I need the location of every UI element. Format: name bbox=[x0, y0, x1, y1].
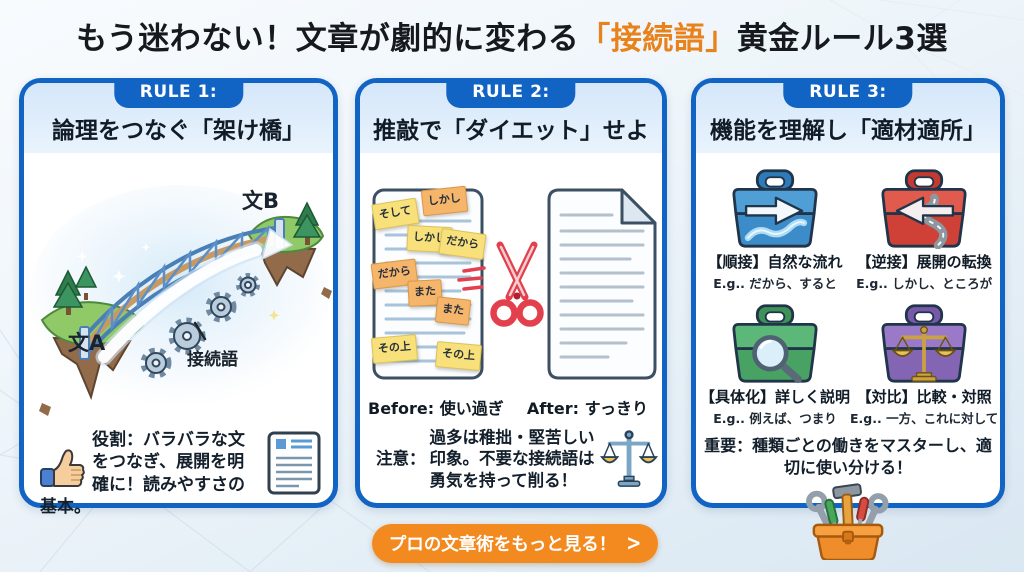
sticky-note: その上 bbox=[370, 334, 419, 364]
toolbox-example: E.g.. だから、すると bbox=[713, 276, 837, 291]
green-toolbox-magnifier-icon bbox=[732, 304, 818, 384]
rule-2-note-text: 過多は稚拙・堅苦しい印象。不要な接続語は勇気を持って削る！ bbox=[429, 428, 595, 490]
rule-card-2: RULE 2: 推敲で「ダイエット」せよ bbox=[355, 78, 667, 508]
cta-button[interactable]: プロの文章術をもっと見る！ > bbox=[372, 524, 658, 563]
rule-1-heading: 論理をつなぐ「架け橋」 bbox=[52, 118, 305, 144]
title-prefix: もう迷わない！文章が劇的に変わる bbox=[76, 21, 580, 57]
toolbox-example: E.g.. 例えば、つまり bbox=[713, 411, 837, 426]
rule-3-note-text: 種類ごとの働きをマスターし、適切に使い分ける！ bbox=[752, 436, 992, 477]
thumbs-up-icon bbox=[40, 449, 85, 487]
toolbox-with-tools-icon bbox=[806, 483, 889, 560]
rule-1-note: 役割：バラバラな文をつなぎ、展開を明確に！読みやすさの基本。 bbox=[24, 429, 333, 519]
page-title: もう迷わない！文章が劇的に変わる「接続語」黄金ルール3選 bbox=[0, 13, 1024, 58]
title-suffix: 黄金ルール3選 bbox=[736, 21, 948, 57]
rule-3-badge: RULE 3: bbox=[783, 78, 913, 108]
title-accent: 「接続語」 bbox=[579, 21, 737, 57]
purple-toolbox-scale-icon bbox=[881, 304, 967, 383]
rule-3-header: 機能を理解し「適材適所」 bbox=[696, 83, 1000, 153]
toolbox-grid: 【順接】自然な流れ E.g.. だから、すると 【逆接】展開の転換 E.g.. … bbox=[696, 167, 1000, 427]
toolbox-item-taihi: 【対比】比較・対照 E.g.. 一方、これに対して bbox=[850, 302, 998, 427]
rule-2-note: 注意： 過多は稚拙・堅苦しい印象。不要な接続語は勇気を持って削る！ bbox=[360, 427, 662, 491]
rule-2-note-label: 注意： bbox=[376, 449, 426, 469]
blue-toolbox-arrow-icon bbox=[732, 169, 818, 248]
toolbox-example: E.g.. しかし、ところが bbox=[856, 276, 993, 291]
document-icon bbox=[267, 431, 321, 495]
sentence-b-label: 文B bbox=[242, 189, 280, 213]
rule-card-1: RULE 1: 論理をつなぐ「架け橋」 bbox=[19, 78, 338, 517]
sticky-note: しかし bbox=[420, 185, 469, 217]
rule-1-badge: RULE 1: bbox=[113, 78, 244, 108]
rule-2-badge: RULE 2: bbox=[446, 78, 576, 108]
sentence-a-label: 文A bbox=[68, 331, 106, 355]
bridge-scene-drawing bbox=[29, 185, 332, 416]
before-after-illustration: そして しかし しかし だから だから また また その上 その上 bbox=[360, 185, 662, 383]
toolbox-example: E.g.. 一方、これに対して bbox=[850, 411, 999, 426]
sticky-note: その上 bbox=[434, 341, 483, 371]
toolbox-item-gutaika: 【具体化】詳しく説明 E.g.. 例えば、つまり bbox=[700, 302, 850, 427]
chevron-right-icon: > bbox=[626, 530, 642, 557]
rule-3-note: 重要：種類ごとの働きをマスターし、適切に使い分ける！ bbox=[704, 435, 992, 478]
toolbox-label: 【具体化】詳しく説明 bbox=[700, 388, 851, 406]
toolbox-label: 【逆接】展開の転換 bbox=[856, 253, 992, 271]
rule-2-heading: 推敲で「ダイエット」せよ bbox=[373, 118, 649, 144]
sticky-note: また bbox=[434, 296, 472, 326]
balance-scale-icon bbox=[599, 430, 658, 487]
red-toolbox-arrow-icon bbox=[881, 169, 967, 249]
rule-3-note-label: 重要： bbox=[704, 436, 753, 455]
bridge-illustration: 文B 文A 接続語 bbox=[24, 155, 333, 423]
rule-1-note-label: 役割： bbox=[92, 430, 143, 450]
toolbox-label: 【対比】比較・対照 bbox=[856, 388, 992, 406]
toolbox-label: 【順接】自然な流れ bbox=[707, 253, 843, 271]
before-after-labels: Before: 使い過ぎ After: すっきり bbox=[360, 395, 662, 419]
connector-label: 接続語 bbox=[187, 350, 238, 370]
rule-1-note-text: バラバラな文をつなぎ、展開を明確に！読みやすさの基本。 bbox=[40, 430, 245, 518]
toolbox-item-gyakusetsu: 【逆接】展開の転換 E.g.. しかし、ところが bbox=[850, 167, 998, 292]
rule-3-heading: 機能を理解し「適材適所」 bbox=[710, 118, 986, 144]
rule-card-3: RULE 3: 機能を理解し「適材適所」 【順接】自然な流れ E.g.. だから… bbox=[691, 78, 1005, 560]
before-label: Before: 使い過ぎ bbox=[368, 399, 504, 418]
after-label: After: すっきり bbox=[526, 399, 648, 418]
cta-label: プロの文章術をもっと見る！ bbox=[388, 535, 617, 555]
toolbox-item-junsetsu: 【順接】自然な流れ E.g.. だから、すると bbox=[700, 167, 850, 292]
